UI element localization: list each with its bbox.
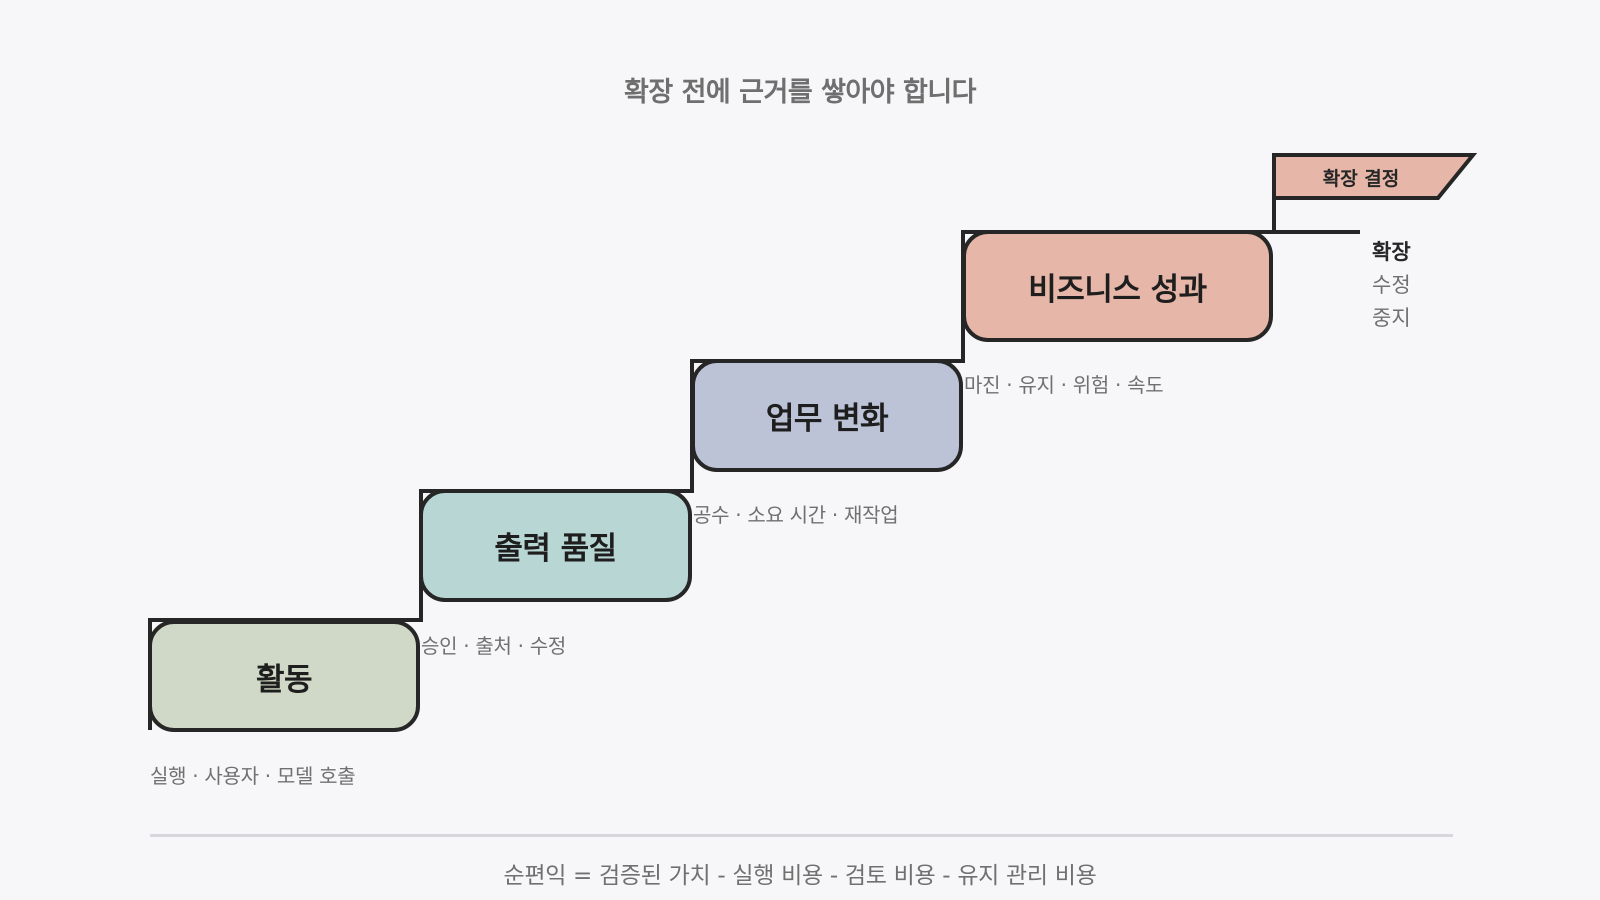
step-work-change: 업무 변화 bbox=[691, 359, 963, 472]
net-benefit-formula: 순편익 = 검증된 가치 - 실행 비용 - 검토 비용 - 유지 관리 비용 bbox=[503, 863, 1097, 889]
step-output-quality: 출력 품질 bbox=[419, 489, 692, 602]
flag-label: 확장 결정 bbox=[1322, 168, 1400, 190]
step-business-outcome: 비즈니스 성과 bbox=[962, 230, 1273, 342]
decision-option-scale: 확장 bbox=[1372, 240, 1411, 264]
step-work-change-metrics: 공수 · 소요 시간 · 재작업 bbox=[693, 503, 899, 527]
divider-line bbox=[150, 834, 1453, 837]
step-activity-metrics: 실행 · 사용자 · 모델 호출 bbox=[150, 764, 356, 788]
step-output-quality-metrics: 승인 · 출처 · 수정 bbox=[421, 634, 566, 658]
decision-option-revise: 수정 bbox=[1372, 273, 1411, 297]
flag-shape bbox=[1272, 153, 1478, 200]
decision-option-stop: 중지 bbox=[1372, 306, 1411, 330]
step-activity: 활동 bbox=[148, 620, 420, 732]
step-business-outcome-metrics: 마진 · 유지 · 위험 · 속도 bbox=[964, 373, 1164, 397]
diagram-title: 확장 전에 근거를 쌓아야 합니다 bbox=[623, 77, 977, 108]
